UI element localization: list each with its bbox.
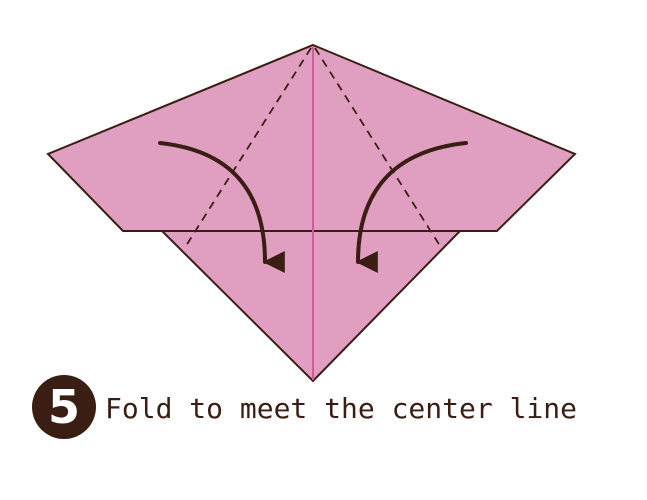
step-instruction: Fold to meet the center line	[105, 392, 578, 425]
step-number-badge: 5	[32, 375, 96, 439]
upper-paper-shape	[46, 43, 577, 232]
curved-arrow-down-right-icon	[158, 141, 285, 273]
lower-flap	[159, 230, 463, 383]
left-fold-guide	[183, 47, 312, 250]
right-fold-guide	[314, 47, 443, 250]
curved-arrow-down-left-icon	[355, 141, 468, 274]
